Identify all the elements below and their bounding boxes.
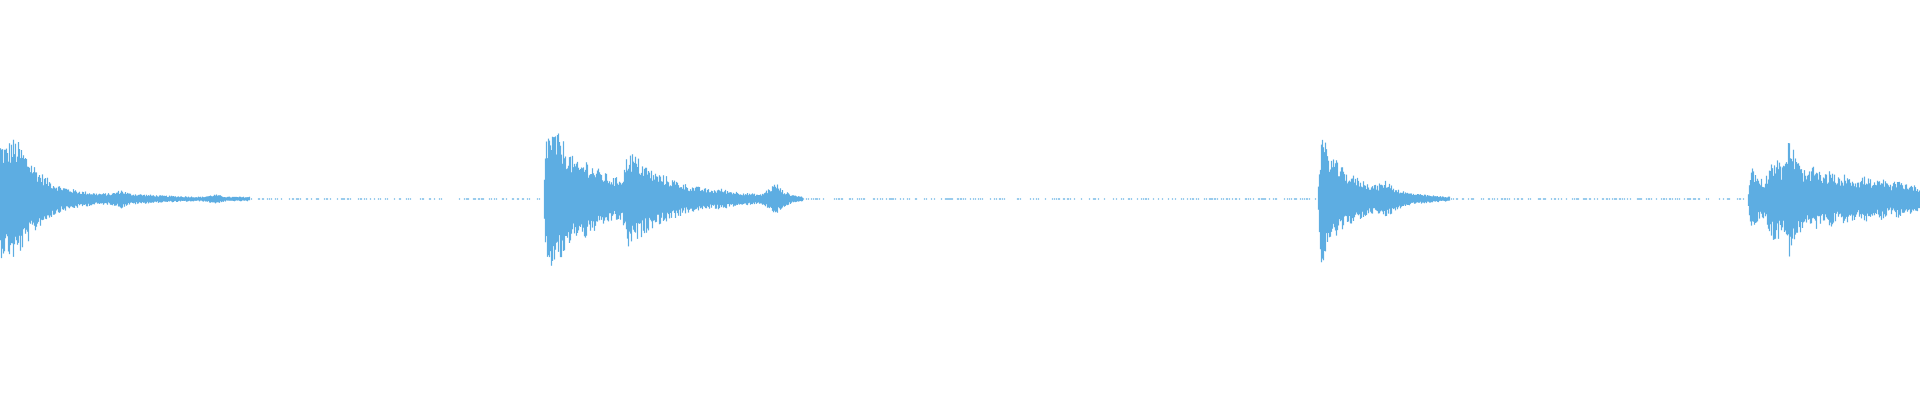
waveform-trace bbox=[0, 133, 1920, 266]
waveform-samples bbox=[0, 133, 1920, 266]
